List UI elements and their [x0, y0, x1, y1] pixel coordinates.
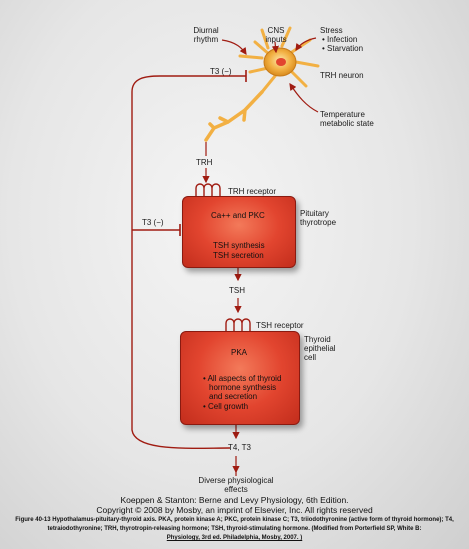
tsh-receptor-label: TSH receptor: [256, 321, 304, 330]
figure-caption-1: Figure 40-13 Hypothalamus-pituitary-thyr…: [15, 517, 454, 523]
temperature-label: Temperature metabolic state: [320, 110, 374, 128]
diurnal-rhythm-label: Diurnal rhythm: [193, 26, 219, 44]
ca-pkc-label: Ca++ and PKC: [211, 211, 265, 220]
trh-label: TRH: [196, 158, 213, 167]
diverse-effects-label: Diverse physiological effects: [198, 476, 274, 494]
t4-t3-label: T4, T3: [228, 443, 251, 452]
pituitary-label: Pituitary thyrotrope: [300, 209, 337, 227]
stress-label: Stress: [320, 26, 343, 35]
thyroid-item-4: • Cell growth: [203, 402, 249, 411]
thyroid-epithelial-cell: PKA • All aspects of thyroid hormone syn…: [180, 331, 300, 425]
tsh-synthesis-label: TSH synthesis TSH secretion: [213, 241, 265, 260]
figure-caption-2: tetraiodothyronine; TRH, thyrotropin-rel…: [47, 526, 422, 532]
trh-neuron-label: TRH neuron: [320, 71, 364, 80]
t3-feedback-side-label: T3 (−): [142, 218, 164, 227]
tsh-label: TSH: [229, 286, 245, 295]
figure-caption-3: Physiology, 3rd ed. Philadelphia, Mosby,…: [166, 535, 303, 541]
stress-item-starvation: • Starvation: [322, 44, 364, 53]
pka-label: PKA: [231, 348, 248, 357]
stress-item-infection: • Infection: [322, 35, 358, 44]
source-line-1: Koeppen & Stanton: Berne and Levy Physio…: [120, 495, 349, 505]
thyroid-label: Thyroid epithelial cell: [304, 335, 336, 362]
trh-receptor-label: TRH receptor: [228, 187, 277, 196]
thyroid-item-1: • All aspects of thyroid: [203, 374, 282, 383]
pituitary-thyrotrope-cell: Ca++ and PKC TSH synthesis TSH secretion: [182, 196, 296, 268]
thyroid-item-2: hormone synthesis: [209, 383, 277, 392]
t3-feedback-top-label: T3 (−): [210, 67, 232, 76]
tsh-receptor-icon: [225, 318, 251, 333]
thyroid-item-3: and secretion: [209, 392, 258, 401]
trh-neuron-icon: [204, 26, 320, 142]
source-line-2: Copyright © 2008 by Mosby, an imprint of…: [96, 505, 373, 515]
trh-receptor-icon: [195, 183, 221, 196]
cns-inputs-label: CNS inputs: [265, 26, 287, 44]
